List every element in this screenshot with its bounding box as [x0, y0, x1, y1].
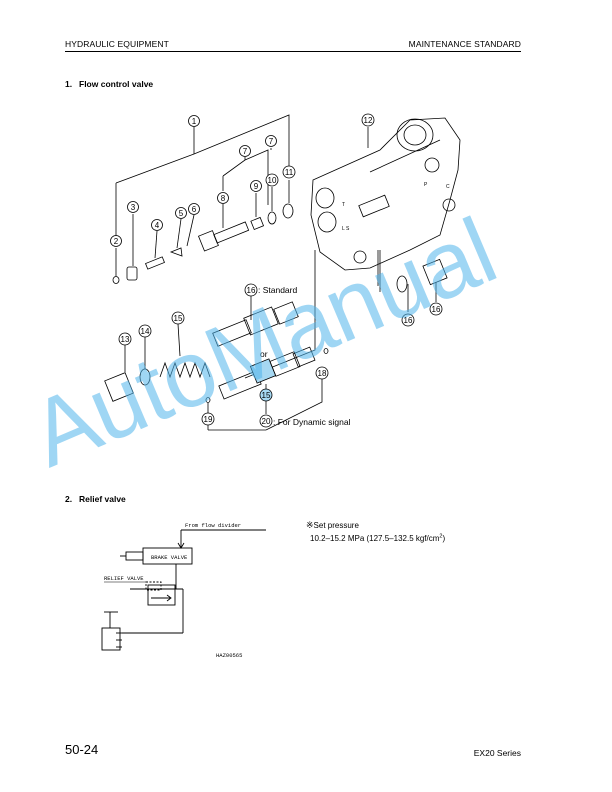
bracket-part-1: [115, 114, 290, 184]
section-title: Flow control valve: [79, 79, 154, 89]
page-number: 50-24: [65, 742, 99, 757]
svg-text:14: 14: [141, 327, 150, 336]
callout-1: 1: [188, 115, 200, 127]
part-3-plug: [126, 266, 138, 281]
callout-3: 3: [127, 201, 139, 213]
callout-16-fitting: 16: [429, 302, 443, 316]
part-15-spring: [159, 361, 211, 379]
svg-text:16: 16: [404, 316, 413, 325]
note-symbol: ※: [306, 520, 314, 530]
svg-text:4: 4: [155, 221, 160, 230]
svg-text:7: 7: [243, 147, 248, 156]
svg-text:1: 1: [192, 117, 197, 126]
diagram-brake-label: BRAKE VALVE: [151, 554, 188, 561]
body-mark-t: T: [342, 202, 345, 208]
spec-label: Set pressure: [313, 521, 359, 530]
callout-2: 2: [110, 235, 122, 247]
callout-4: 4: [151, 219, 163, 231]
svg-text:6: 6: [192, 205, 197, 214]
label-or: or: [260, 349, 268, 359]
section-heading-relief-valve: 2. Relief valve: [65, 494, 126, 504]
set-pressure-spec: ※Set pressure 10.2–15.2 MPa (127.5–132.5…: [306, 519, 445, 545]
svg-text:16: 16: [432, 305, 441, 314]
spec-value-line: 10.2–15.2 MPa (127.5–132.5 kgf/cm2): [306, 532, 445, 545]
section-number: 1.: [65, 79, 73, 89]
spec-value: 10.2–15.2 MPa (127.5–132.5 kgf/cm: [310, 534, 440, 543]
callout-9: 9: [250, 180, 262, 192]
callout-19: 19: [201, 412, 215, 426]
svg-text:9: 9: [254, 182, 259, 191]
header-rule: [65, 51, 521, 52]
svg-text:5: 5: [179, 209, 184, 218]
callout-16-standard: 16: [244, 283, 258, 297]
part-16-o-ring: [396, 275, 408, 293]
spec-label-line: ※Set pressure: [306, 519, 445, 532]
body-mark-c: C: [446, 184, 450, 190]
part-4-spring: [145, 256, 165, 270]
model-series: EX20 Series: [473, 748, 521, 758]
svg-text:11: 11: [285, 168, 294, 177]
diagram-from-label: From flow divider: [185, 522, 241, 529]
callout-11: 11: [282, 165, 296, 179]
section-number: 2.: [65, 494, 73, 504]
svg-text:18: 18: [318, 369, 327, 378]
valve-body-part-12: [310, 117, 461, 271]
callout-18: 18: [315, 366, 329, 380]
spec-value-superscript: 2: [439, 533, 443, 540]
diagram-relief-label: RELIEF VALVE: [104, 575, 144, 582]
label-standard: : Standard: [258, 285, 298, 295]
part-16-standard-spool: [212, 296, 299, 347]
callout-8: 8: [217, 192, 229, 204]
svg-text:8: 8: [221, 194, 226, 203]
callout-6: 6: [188, 203, 200, 215]
part-16-fitting: [422, 258, 448, 286]
diagram-code: HAZ00565: [216, 652, 242, 659]
svg-text:15: 15: [174, 314, 183, 323]
part-8-spool-body: [213, 221, 250, 244]
part-11-ring: [282, 203, 294, 219]
svg-text:13: 13: [121, 335, 130, 344]
part-9-spring: [250, 216, 265, 231]
part-13-cap: [104, 372, 134, 402]
body-mark-ls: L S: [342, 226, 350, 232]
svg-text:19: 19: [204, 415, 213, 424]
part-19-ball: [205, 397, 211, 403]
svg-text:16: 16: [247, 286, 256, 295]
svg-text:15: 15: [262, 391, 271, 400]
callout-15-dynamic: 15: [259, 388, 273, 402]
body-mark-p: P: [424, 182, 428, 188]
header-document-type: MAINTENANCE STANDARD: [408, 39, 521, 49]
callout-10: 10: [265, 173, 279, 187]
callout-20: 20: [259, 414, 273, 428]
callout-15: 15: [171, 311, 185, 325]
part-2-ball: [112, 276, 120, 284]
part-20-dynamic-signal-spool: [218, 346, 316, 400]
part-10-washer: [267, 211, 277, 225]
callout-7b: 7: [239, 145, 251, 157]
callout-14: 14: [138, 324, 152, 338]
svg-text:12: 12: [364, 116, 373, 125]
svg-text:20: 20: [262, 417, 271, 426]
spec-value-end: ): [442, 534, 446, 543]
svg-text:3: 3: [131, 203, 136, 212]
part-18-ball: [323, 348, 329, 354]
relief-valve-box: [147, 584, 176, 606]
section-heading-flow-control-valve: 1. Flow control valve: [65, 79, 153, 89]
svg-text:7: 7: [269, 137, 274, 146]
callout-16-oring: 16: [401, 313, 415, 327]
svg-text:2: 2: [114, 237, 119, 246]
callout-5: 5: [175, 207, 187, 219]
header-section-title: HYDRAULIC EQUIPMENT: [65, 39, 169, 49]
part-5-poppet: [169, 247, 183, 257]
tank-symbol: [101, 627, 121, 651]
section-title: Relief valve: [79, 494, 126, 504]
callout-13: 13: [118, 332, 132, 346]
label-dynamic-signal: : For Dynamic signal: [273, 417, 351, 427]
svg-text:10: 10: [268, 176, 277, 185]
callout-12: 12: [361, 113, 375, 127]
callout-7a: 7: [265, 135, 277, 147]
